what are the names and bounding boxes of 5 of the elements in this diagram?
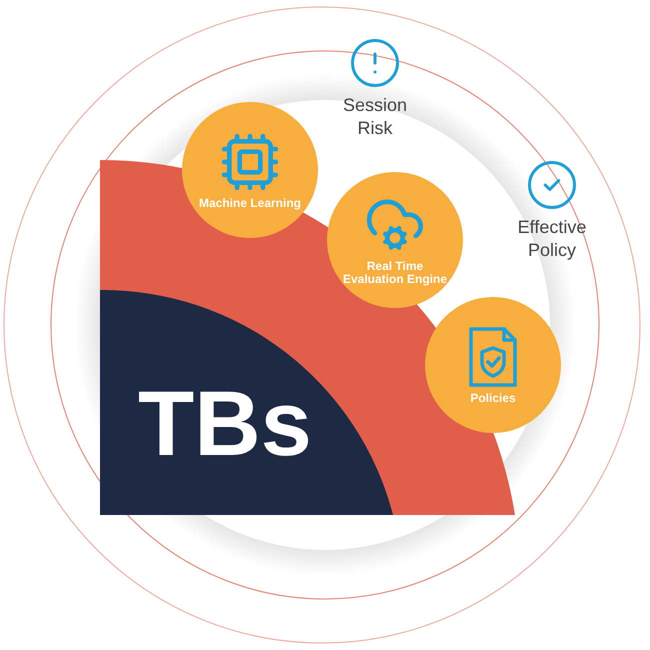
feature-label: Policies — [469, 392, 517, 404]
outcome-label: Session Risk — [342, 94, 408, 140]
feature-label: Machine Learning — [198, 196, 302, 210]
feature-label: Real Time Evaluation Engine — [342, 260, 448, 286]
main-title: TBs — [138, 378, 312, 470]
